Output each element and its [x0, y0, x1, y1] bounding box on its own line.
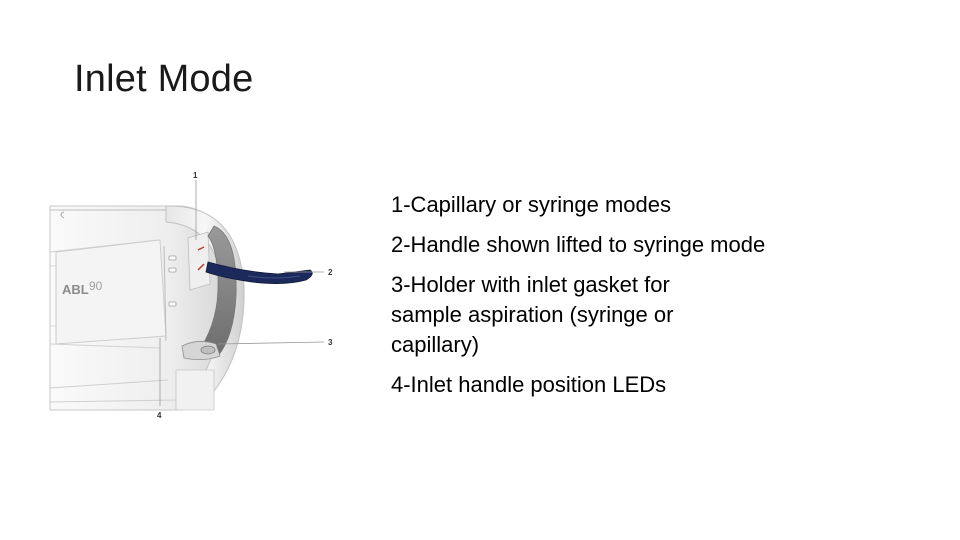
analyzer-drawing: ABL 90 1 2 3 — [49, 171, 333, 420]
description-list: 1-Capillary or syringe modes 2-Handle sh… — [391, 190, 811, 410]
slide-title: Inlet Mode — [74, 58, 254, 100]
led-indicator — [168, 255, 177, 261]
led-indicator — [168, 301, 177, 307]
description-item: 2-Handle shown lifted to syringe mode — [391, 232, 766, 257]
device-logo: ABL — [62, 282, 89, 297]
callout-number: 3 — [328, 338, 333, 347]
description-item: 1-Capillary or syringe modes — [391, 192, 671, 217]
device-logo-number: 90 — [89, 279, 103, 293]
callout-number: 1 — [193, 171, 198, 180]
description-item: 4-Inlet handle position LEDs — [391, 372, 667, 397]
description-item: 3-Holder with inlet gasket for sample as… — [391, 272, 674, 357]
inlet-handle — [205, 261, 313, 284]
led-indicator — [168, 267, 177, 273]
analyzer-illustration: ABL 90 1 2 3 — [48, 166, 348, 426]
callout-number: 4 — [157, 411, 162, 420]
callout-number: 2 — [328, 268, 333, 277]
